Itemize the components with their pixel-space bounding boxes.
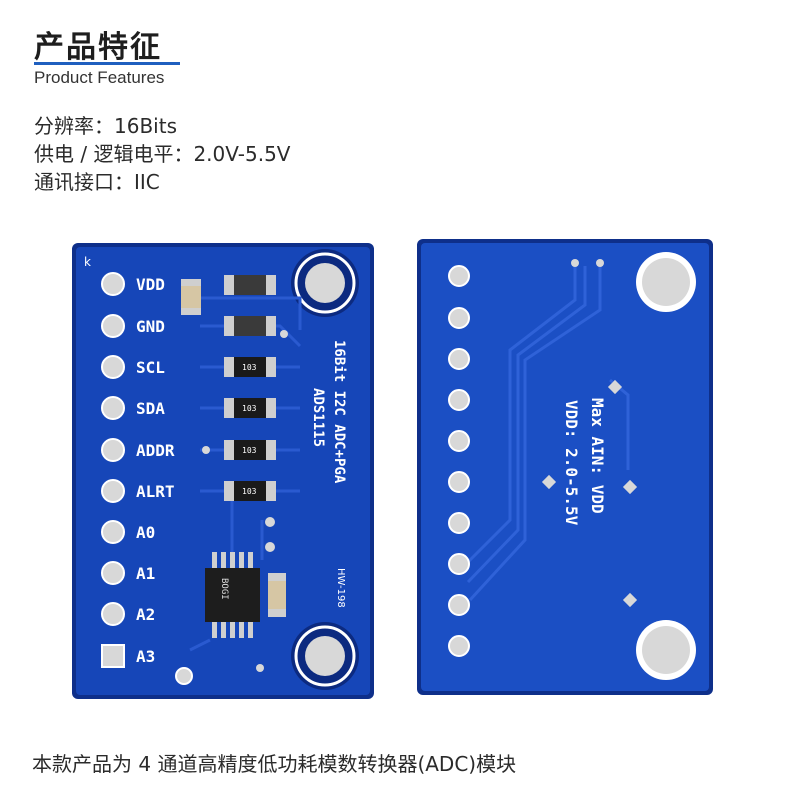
- resistor-code: 103: [242, 487, 257, 496]
- pin-label: A2: [136, 605, 155, 624]
- back-text-vdd-range: VDD: 2.0-5.5V: [562, 400, 581, 526]
- pin-a2: A2: [101, 602, 155, 626]
- resistor-r5: 103: [224, 440, 276, 460]
- corner-mark: k: [84, 255, 91, 269]
- pin-scl: SCL: [101, 355, 165, 379]
- pin-label: GND: [136, 317, 165, 336]
- pin-sda: SDA: [101, 396, 165, 420]
- resistor-r6: 103: [224, 481, 276, 501]
- resistor-code: 103: [242, 446, 257, 455]
- pin-label: ADDR: [136, 441, 175, 460]
- pin-label: A0: [136, 523, 155, 542]
- resistor-code: 103: [242, 363, 257, 372]
- spec-list: 分辨率：16Bits 供电 / 逻辑电平：2.0V-5.5V 通讯接口：IIC: [34, 112, 290, 196]
- resistor-r4: 103: [224, 398, 276, 418]
- capacitor-c2: [268, 573, 286, 617]
- pin-a0: A0: [101, 520, 155, 544]
- board-front: k VDD: [72, 243, 374, 699]
- page-subtitle: Product Features: [34, 68, 165, 87]
- pad-column: [448, 265, 470, 657]
- mount-hole-top: [291, 249, 359, 317]
- resistor-r2: [224, 316, 276, 336]
- pin-label: ALRT: [136, 482, 175, 501]
- silkscreen-line2: ADS1115: [310, 388, 326, 447]
- pin-alrt: ALRT: [101, 479, 175, 503]
- back-text-max-ain: Max AIN: VDD: [588, 398, 607, 514]
- resistor-r3: 103: [224, 357, 276, 377]
- adc-chip: BOGI: [205, 552, 260, 638]
- page-title: 产品特征: [34, 30, 162, 65]
- pin-label: A3: [136, 647, 155, 666]
- spec-resolution: 分辨率：16Bits: [34, 114, 177, 138]
- pin-a3: A3: [101, 644, 155, 668]
- capacitor-c1: [181, 279, 201, 315]
- mount-hole-top: [636, 252, 696, 312]
- spec-interface: 通讯接口：IIC: [34, 170, 160, 194]
- title-underline: [34, 62, 180, 65]
- pin-label: SDA: [136, 399, 165, 418]
- spec-voltage: 供电 / 逻辑电平：2.0V-5.5V: [34, 142, 291, 166]
- pin-addr: ADDR: [101, 438, 175, 462]
- pin-vdd: VDD: [101, 272, 165, 296]
- resistor-r1: [224, 275, 276, 295]
- mount-hole-bottom: [636, 620, 696, 680]
- pin-label: A1: [136, 564, 155, 583]
- chip-marking: BOGI: [219, 578, 229, 600]
- pin-label: SCL: [136, 358, 165, 377]
- footer-caption: 本款产品为 4 通道高精度低功耗模数转换器(ADC)模块: [32, 752, 517, 776]
- pin-gnd: GND: [101, 314, 165, 338]
- silkscreen-line1: 16Bit I2C ADC+PGA: [331, 340, 347, 484]
- pin-header: VDD GND SCL SDA ADDR ALRT: [101, 272, 175, 668]
- board-model: HW-198: [335, 568, 346, 608]
- resistor-code: 103: [242, 404, 257, 413]
- pin-label: VDD: [136, 275, 165, 294]
- pin-a1: A1: [101, 561, 155, 585]
- board-back: Max AIN: VDD VDD: 2.0-5.5V: [417, 239, 713, 695]
- mount-hole-bottom: [291, 622, 359, 690]
- resistor-array: 103 103 103 103: [224, 275, 276, 501]
